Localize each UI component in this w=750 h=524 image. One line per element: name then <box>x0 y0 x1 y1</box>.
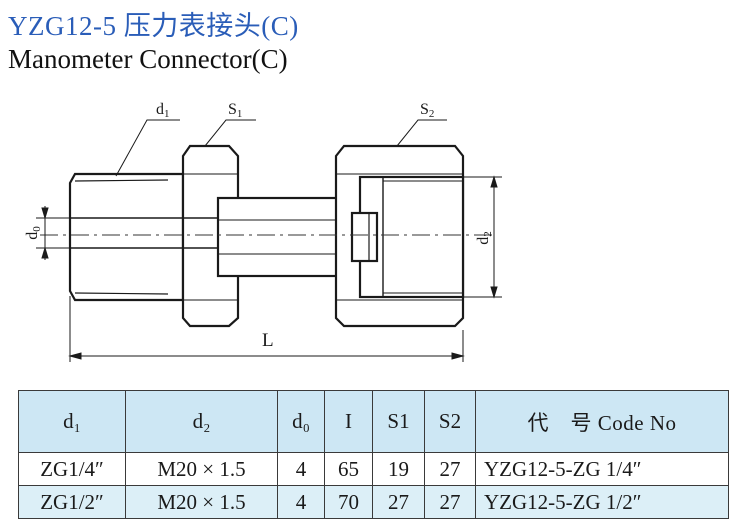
header-code: 代 号 Code No <box>475 390 729 453</box>
header-s2: S2 <box>424 390 476 453</box>
s1-leader <box>204 119 256 147</box>
cell-d0: 4 <box>277 485 325 519</box>
cell-code: YZG12-5-ZG 1/4″ <box>475 452 729 486</box>
cell-s2: 27 <box>424 485 476 519</box>
cell-s1: 19 <box>372 452 425 486</box>
cell-d2: M20 × 1.5 <box>125 452 278 486</box>
s2-leader <box>396 119 447 147</box>
header-s1: S1 <box>372 390 425 453</box>
cell-d0: 4 <box>277 452 325 486</box>
s1-label: S1 <box>228 101 242 120</box>
cell-d1: ZG1/4″ <box>18 452 126 486</box>
cell-s1: 27 <box>372 485 425 519</box>
spec-table: d₁ d₂ d₀ I S1 S2 代 号 Code No ZG1/4″ M20 … <box>18 390 729 519</box>
svg-text:d2: d2 <box>475 231 494 245</box>
s2-label: S2 <box>420 101 434 120</box>
thread-line-bottom <box>74 292 169 295</box>
d0-label: d0 <box>24 226 43 240</box>
cell-code: YZG12-5-ZG 1/2″ <box>475 485 729 519</box>
cell-d1: ZG1/2″ <box>18 485 126 519</box>
header-d2: d₂ <box>125 390 278 453</box>
page-title: YZG12-5 压力表接头(C) <box>8 11 299 41</box>
table-row: ZG1/4″ M20 × 1.5 4 65 19 27 YZG12-5-ZG 1… <box>18 452 729 486</box>
header-I: I <box>324 390 373 453</box>
page-subtitle: Manometer Connector(C) <box>8 44 288 74</box>
L-label: L <box>262 330 274 351</box>
threaded-end-outline <box>68 172 185 302</box>
d2-label: d2 <box>475 231 494 245</box>
cell-s2: 27 <box>424 452 476 486</box>
seat-gasket <box>350 211 379 263</box>
table-row: ZG1/2″ M20 × 1.5 4 70 27 27 YZG12-5-ZG 1… <box>18 485 729 519</box>
connector-drawing: d0 d2 L d1 S1 S2 <box>24 101 502 362</box>
cell-I: 70 <box>324 485 373 519</box>
thread-line-top <box>74 179 169 182</box>
table-header-row: d₁ d₂ d₀ I S1 S2 代 号 Code No <box>18 390 729 453</box>
cell-I: 65 <box>324 452 373 486</box>
hex-s1-outline <box>181 144 240 328</box>
d1-leader <box>115 119 180 177</box>
header-d0: d₀ <box>277 390 325 453</box>
cell-d2: M20 × 1.5 <box>125 485 278 519</box>
header-d1: d₁ <box>18 390 126 453</box>
d1-label: d1 <box>156 101 170 120</box>
tube-body <box>216 196 354 278</box>
svg-text:d0: d0 <box>24 226 43 240</box>
